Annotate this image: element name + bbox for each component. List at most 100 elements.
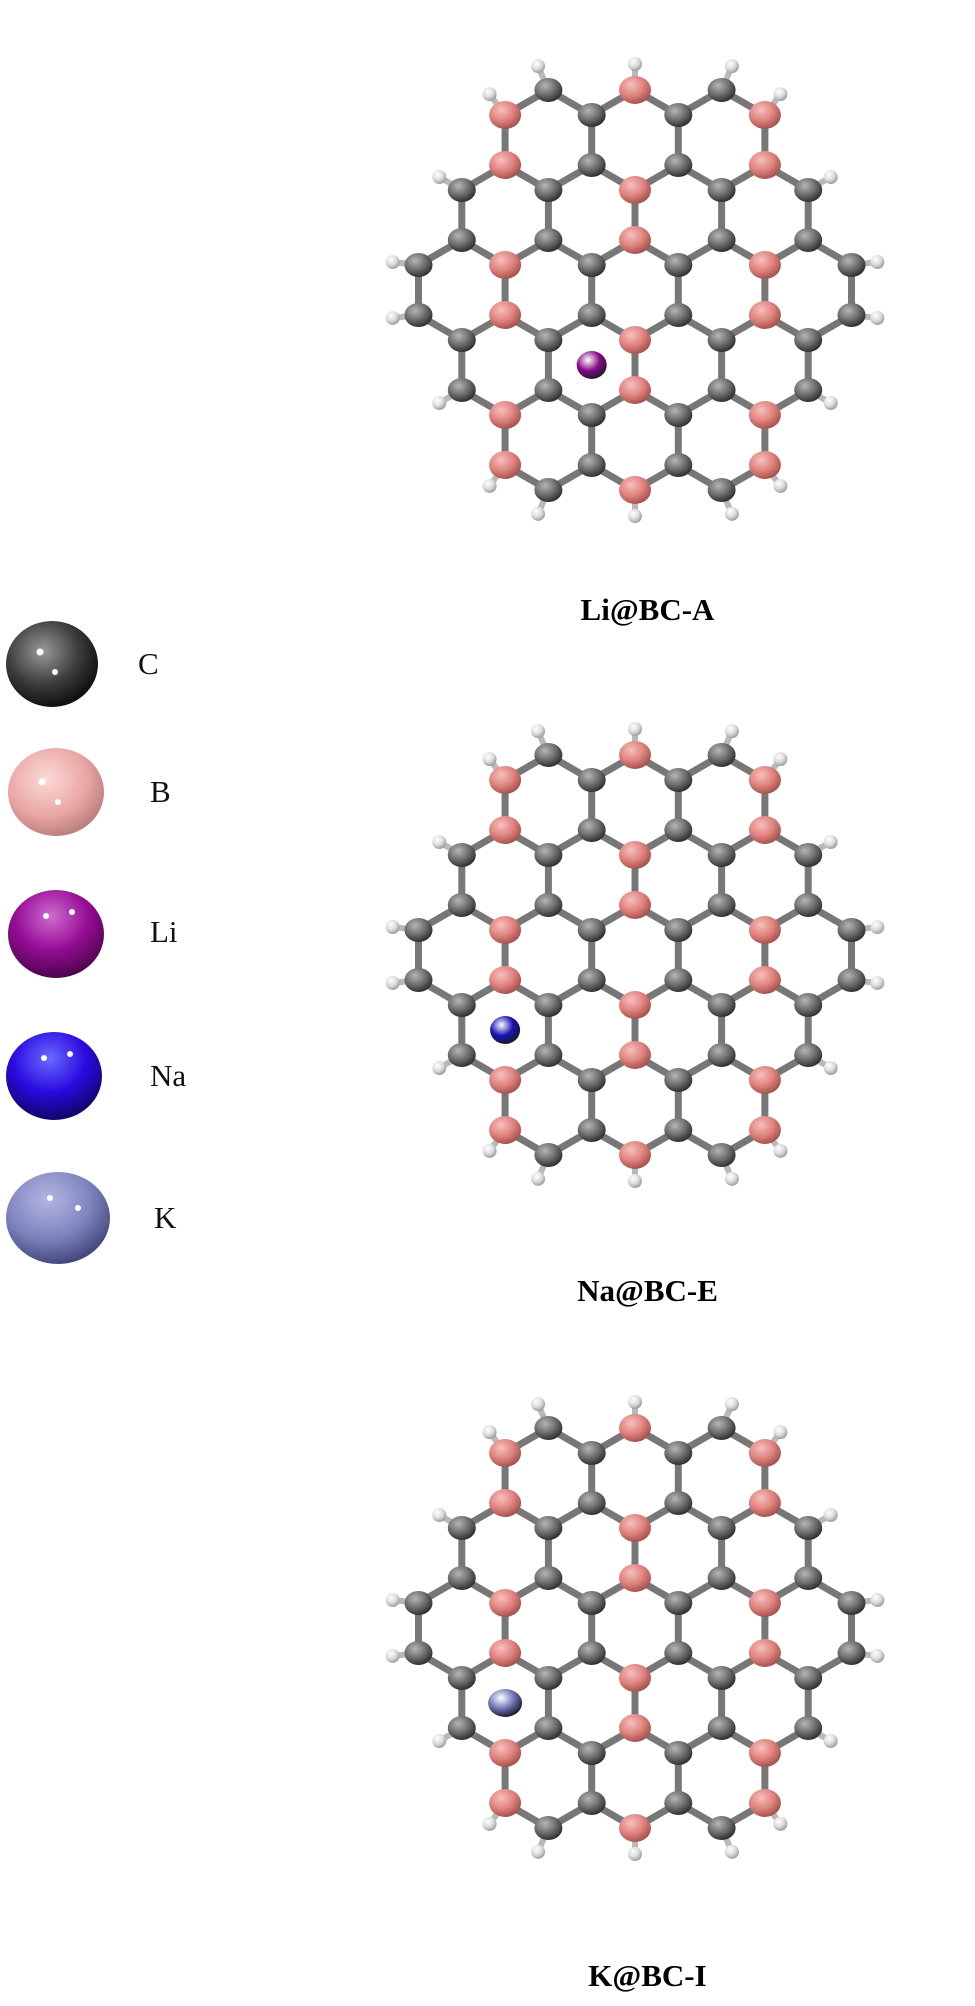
carbon-atom — [577, 253, 606, 277]
hydrogen-atom — [773, 752, 788, 767]
carbon-atom — [534, 1716, 563, 1740]
lithium-sphere-icon — [8, 890, 104, 978]
carbon-atom — [577, 1441, 606, 1465]
carbon-atom — [664, 103, 693, 127]
carbon-atom — [707, 228, 736, 252]
carbon-atom — [447, 893, 476, 917]
potassium-sphere-icon — [6, 1172, 110, 1264]
carbon-atom — [447, 843, 476, 867]
boron-atom — [619, 176, 651, 204]
carbon-atom — [707, 478, 736, 502]
boron-atom — [748, 766, 781, 794]
carbon-atom — [577, 403, 606, 427]
carbon-atom — [447, 228, 476, 252]
carbon-atom — [794, 378, 823, 402]
hydrogen-atom — [628, 722, 642, 736]
carbon-atom — [664, 403, 693, 427]
carbon-atom — [577, 1741, 606, 1765]
boron-atom — [619, 476, 651, 504]
boron-sphere-icon — [8, 748, 104, 836]
boron-atom — [619, 76, 651, 104]
legend-item-lithium: Li — [0, 886, 260, 1006]
hydrogen-atom — [432, 396, 447, 410]
hydrogen-atom — [482, 752, 497, 767]
hydrogen-atom — [724, 724, 739, 739]
carbon-atom — [404, 918, 433, 942]
carbon-atom — [447, 1043, 476, 1067]
hydrogen-atom — [724, 1397, 739, 1412]
boron-atom — [489, 301, 522, 329]
boron-atom — [619, 1714, 651, 1742]
carbon-atom — [534, 1043, 563, 1067]
sodium-sphere-icon — [6, 1032, 102, 1120]
boron-atom — [489, 251, 522, 279]
boron-atom — [748, 1789, 781, 1817]
bonds — [414, 1424, 856, 1832]
carbon-atom — [664, 1491, 693, 1515]
hydrogen-atom — [531, 1171, 546, 1186]
hydrogen-atom — [385, 920, 400, 935]
hydrogen-atom — [628, 1395, 642, 1409]
boron-atom — [748, 251, 781, 279]
carbon-atom — [534, 378, 563, 402]
carbon-atom — [664, 818, 693, 842]
carbon-atom — [707, 1043, 736, 1067]
hydrogen-atom — [823, 1734, 838, 1748]
carbon-atom — [707, 993, 736, 1017]
carbon-atom — [534, 1666, 563, 1690]
carbon-atom — [707, 1666, 736, 1690]
boron-atom — [489, 966, 522, 994]
boron-atom — [748, 1589, 781, 1617]
hydrogen-atom — [870, 975, 885, 990]
carbon-atom — [794, 1516, 823, 1540]
carbon-atom — [794, 893, 823, 917]
boron-atom — [748, 401, 781, 429]
carbon-atom — [664, 253, 693, 277]
carbon-atom — [577, 1641, 606, 1665]
boron-atom — [748, 816, 781, 844]
carbon-atom — [664, 1791, 693, 1815]
carbon-atom — [664, 1068, 693, 1092]
carbon-atom — [664, 1441, 693, 1465]
carbon-atom — [707, 893, 736, 917]
carbon-atom — [707, 1566, 736, 1590]
boron-atom — [619, 991, 651, 1019]
carbon-atom — [707, 1516, 736, 1540]
legend-label-potassium: K — [154, 1200, 177, 1235]
hydrogen-atom — [432, 835, 447, 849]
hydrogen-atom — [724, 59, 739, 74]
carbon-atom — [404, 1641, 433, 1665]
hydrogen-atom — [531, 1397, 546, 1412]
boron-atom — [489, 1116, 522, 1144]
hydrogen-atom — [773, 87, 788, 102]
molecule-na-bc-e — [385, 722, 885, 1188]
boron-atom — [489, 1789, 522, 1817]
carbon-atom — [837, 253, 866, 277]
carbon-atom — [664, 1118, 693, 1142]
hydrogen-atom — [870, 310, 885, 325]
carbon-atom — [534, 1516, 563, 1540]
carbon-atom — [707, 743, 736, 767]
hydrogen-atom — [628, 1847, 642, 1861]
carbon-atom — [404, 253, 433, 277]
carbon-atom — [707, 78, 736, 102]
carbon-atom — [577, 968, 606, 992]
carbon-atom — [794, 1566, 823, 1590]
hydrogen-atom — [432, 1508, 447, 1522]
boron-atom — [489, 1589, 522, 1617]
carbon-atom — [577, 818, 606, 842]
boron-atom — [748, 1116, 781, 1144]
boron-atom — [619, 1414, 651, 1442]
carbon-atom — [404, 303, 433, 327]
carbon-atom — [837, 918, 866, 942]
boron-atom — [619, 1141, 651, 1169]
carbon-atom — [447, 1566, 476, 1590]
boron-atom — [619, 841, 651, 869]
dopant-atom-k — [488, 1689, 523, 1717]
carbon-atom — [447, 1666, 476, 1690]
legend-item-potassium: K — [0, 1166, 260, 1286]
carbon-atom — [534, 1416, 563, 1440]
carbon-atom — [577, 453, 606, 477]
hydrogen-atom — [773, 478, 788, 493]
carbon-atom — [794, 1666, 823, 1690]
